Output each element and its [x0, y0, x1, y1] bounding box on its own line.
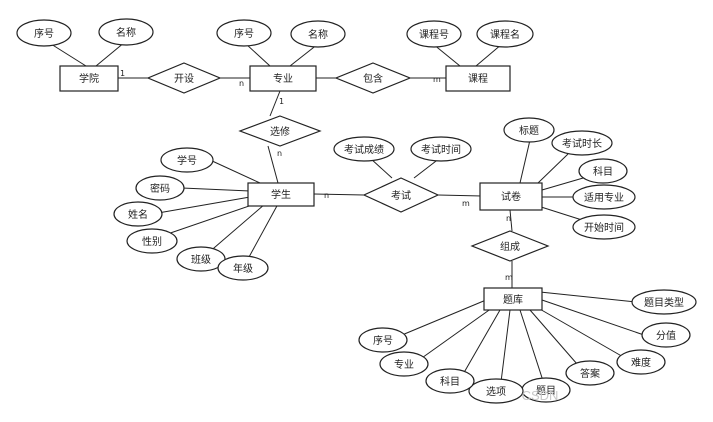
entity-xueyuan: 学院: [59, 65, 119, 92]
attribute-label: 名称: [116, 26, 136, 39]
attribute-label: 密码: [150, 182, 170, 195]
relationship-xuanxiu: 选修: [238, 115, 322, 147]
attribute-label: 选项: [486, 385, 506, 398]
entity-shijuan: 试卷: [479, 182, 543, 211]
attribute-label: 序号: [34, 27, 54, 40]
attribute-label: 性别: [142, 235, 162, 248]
attribute-xs-xingbie: 性别: [126, 228, 178, 254]
attribute-ks-shijian: 考试时间: [410, 136, 472, 162]
attribute-sj-shichang: 考试时长: [551, 130, 613, 156]
attribute-tk-timu: 题目: [521, 377, 571, 403]
attribute-label: 标题: [519, 125, 539, 137]
attribute-label: 专业: [394, 358, 414, 371]
attribute-tk-kemu: 科目: [425, 368, 475, 394]
cardinality-label: n: [506, 214, 511, 223]
watermark: CSDN: [522, 388, 559, 403]
relationship-zujuan: 组成: [470, 230, 550, 262]
cardinality-label: 1: [120, 69, 125, 78]
attribute-xs-xuehao: 学号: [160, 147, 214, 173]
relationship-label: 包含: [363, 72, 383, 85]
cardinality-label: n: [239, 79, 244, 88]
attribute-label: 开始时间: [584, 221, 624, 234]
cardinality-label: m: [462, 199, 470, 208]
relationship-kaoshi: 考试: [362, 177, 440, 213]
relationship-kaishe: 开设: [146, 62, 222, 94]
attribute-label: 适用专业: [584, 191, 624, 204]
attribute-label: 序号: [234, 27, 254, 40]
attribute-tk-xuanxiang: 选项: [468, 378, 524, 404]
cardinality-label: n: [324, 191, 329, 200]
entity-xuesheng: 学生: [247, 182, 315, 207]
entity-tiku: 题库: [483, 287, 543, 311]
attribute-zhuanye-mingcheng: 名称: [290, 20, 346, 48]
attribute-label: 名称: [308, 28, 328, 41]
cardinality-label: n: [277, 149, 282, 158]
attribute-tk-daan: 答案: [565, 360, 615, 386]
attribute-label: 课程号: [419, 29, 449, 41]
entity-label: 学生: [271, 188, 291, 201]
attribute-xs-mima: 密码: [135, 175, 185, 201]
attribute-sj-biaoti: 标题: [503, 117, 555, 143]
attribute-label: 难度: [631, 356, 651, 369]
attribute-ks-chengji: 考试成绩: [333, 136, 395, 162]
attribute-tk-nandu: 难度: [616, 349, 666, 375]
attribute-xueyuan-mingcheng: 名称: [98, 18, 154, 46]
cardinality-label: m: [505, 273, 513, 282]
attribute-sj-kemu: 科目: [578, 158, 628, 184]
attribute-kecheng-hao: 课程号: [406, 20, 462, 48]
attribute-zhuanye-xuhao: 序号: [216, 19, 272, 47]
attribute-label: 科目: [440, 375, 460, 388]
attribute-tk-fenzhi: 分值: [641, 322, 691, 348]
entity-kecheng: 课程: [445, 65, 511, 92]
attribute-label: 题目: [536, 385, 556, 397]
attribute-label: 班级: [191, 254, 211, 266]
relationship-label: 考试: [391, 189, 411, 202]
attribute-sj-kaishi: 开始时间: [572, 214, 636, 240]
attribute-xs-banji: 班级: [176, 246, 226, 272]
relationship-label: 组成: [500, 240, 520, 253]
cardinality-label: m: [433, 75, 441, 84]
attribute-label: 课程名: [490, 28, 520, 41]
attribute-label: 答案: [580, 367, 600, 380]
attribute-label: 学号: [177, 154, 197, 167]
attribute-label: 姓名: [128, 208, 148, 221]
cardinality-labels: 1 n 1 m 1 n n m n m: [120, 69, 513, 282]
attribute-label: 序号: [373, 334, 393, 347]
relationship-label: 选修: [270, 125, 290, 138]
attribute-tk-leixing: 题目类型: [631, 289, 697, 315]
attribute-label: 题目类型: [644, 296, 684, 309]
attribute-label: 考试时间: [421, 143, 461, 156]
entity-label: 试卷: [501, 190, 521, 203]
attribute-label: 年级: [233, 262, 253, 275]
relationship-baohan: 包含: [334, 62, 412, 94]
entity-zhuanye: 专业: [249, 65, 317, 92]
cardinality-label: 1: [279, 97, 284, 106]
attribute-tk-xuhao: 序号: [358, 327, 408, 353]
entity-label: 学院: [79, 72, 99, 85]
attribute-xs-xingming: 姓名: [113, 201, 163, 227]
entity-label: 题库: [503, 293, 523, 306]
attribute-label: 分值: [656, 329, 676, 342]
entity-label: 课程: [468, 73, 488, 85]
attribute-sj-zhuanye: 适用专业: [572, 184, 636, 210]
relationship-label: 开设: [174, 73, 194, 85]
attribute-label: 科目: [593, 165, 613, 178]
entity-label: 专业: [273, 72, 293, 85]
attribute-xs-nianji: 年级: [217, 255, 269, 281]
connectors: [50, 41, 645, 391]
attribute-tk-zhuanye: 专业: [379, 351, 429, 377]
attribute-label: 考试成绩: [344, 143, 384, 156]
attribute-label: 考试时长: [562, 137, 602, 150]
attribute-kecheng-ming: 课程名: [476, 20, 534, 48]
attribute-xueyuan-xuhao: 序号: [16, 19, 72, 47]
